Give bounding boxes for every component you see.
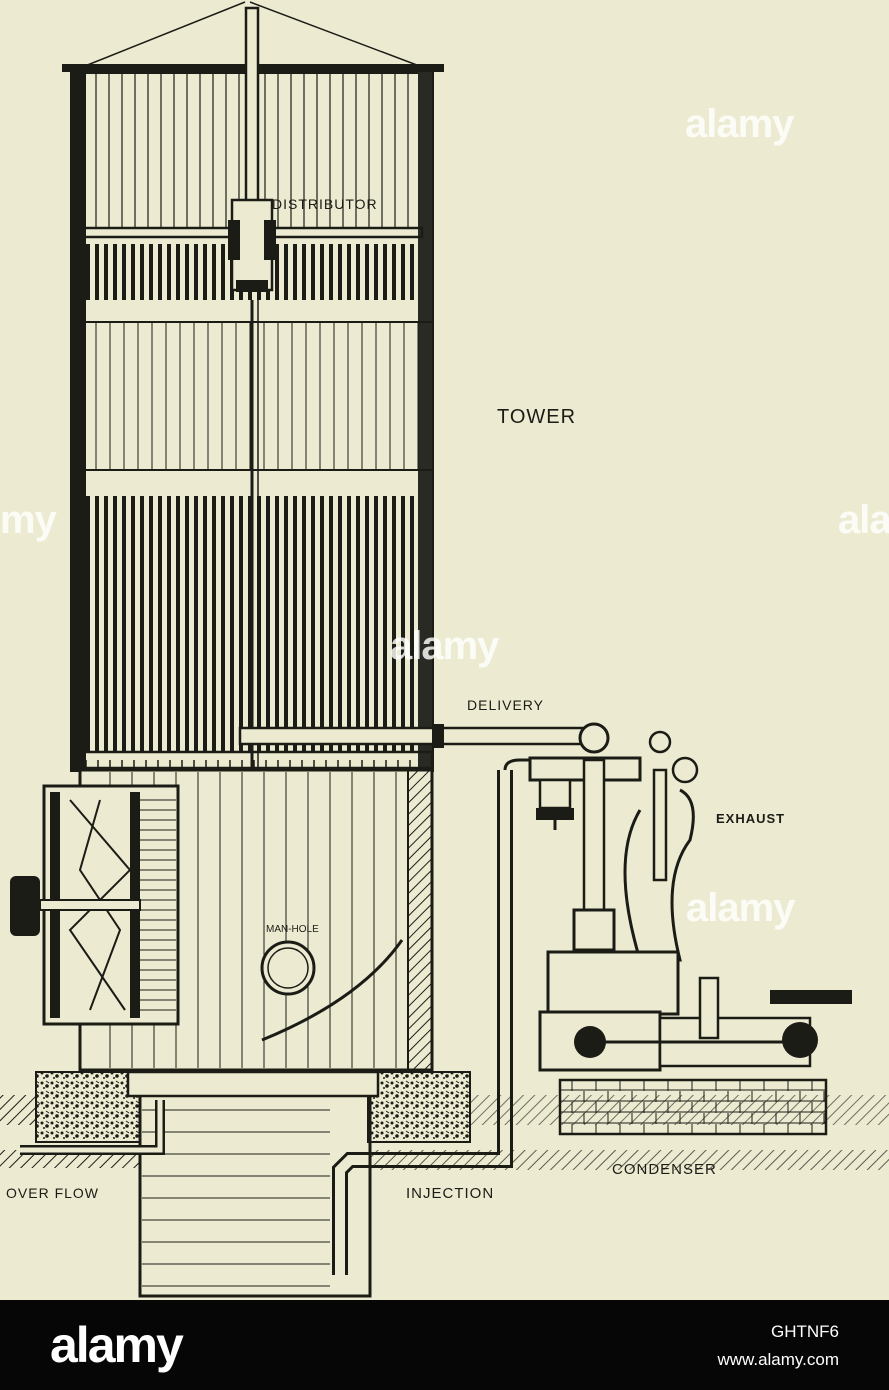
air-pump — [538, 908, 852, 1072]
man-hole — [260, 939, 404, 1042]
watermark-fragment-left: my — [0, 498, 57, 542]
water-basin — [126, 1070, 380, 1298]
watermark-fragment-right: ala — [838, 498, 889, 542]
corrugated-fill-lower — [86, 496, 414, 752]
fan-housing — [10, 784, 180, 1026]
label-distributor: DISTRIBUTOR — [272, 196, 378, 212]
label-delivery: DELIVERY — [467, 697, 544, 713]
ground-hatching — [0, 1071, 889, 1170]
overflow-pipe — [20, 1100, 165, 1155]
watermark: alamy — [686, 886, 795, 930]
label-tower: TOWER — [497, 406, 577, 428]
label-injection: INJECTION — [406, 1185, 495, 1202]
label-overflow: OVER FLOW — [6, 1185, 100, 1201]
stock-footer: alamy GHTNF6 www.alamy.com — [0, 1300, 889, 1390]
tower-staves-middle — [95, 322, 419, 470]
cooling-tower-illustration — [0, 1, 889, 1298]
label-man-hole: MAN-HOLE — [266, 924, 319, 935]
label-exhaust: EXHAUST — [716, 811, 786, 826]
watermark: alamy — [685, 102, 794, 146]
tower-staves-upper — [95, 72, 409, 228]
injection-pipe — [332, 758, 560, 1275]
fill-support-ticks — [85, 760, 411, 770]
engraving-scan: DISTRIBUTOR TOWER DELIVERY EXHAUST MAN-H… — [0, 0, 889, 1300]
condenser-valves — [528, 730, 699, 962]
alamy-logo: alamy — [50, 1317, 184, 1373]
site-url: www.alamy.com — [717, 1350, 839, 1369]
delivery-pipe — [238, 722, 610, 754]
roof-wires — [84, 1, 431, 71]
label-condenser: CONDENSER — [612, 1161, 717, 1178]
watermark: alamy — [390, 624, 499, 668]
image-id: GHTNF6 — [771, 1322, 839, 1341]
